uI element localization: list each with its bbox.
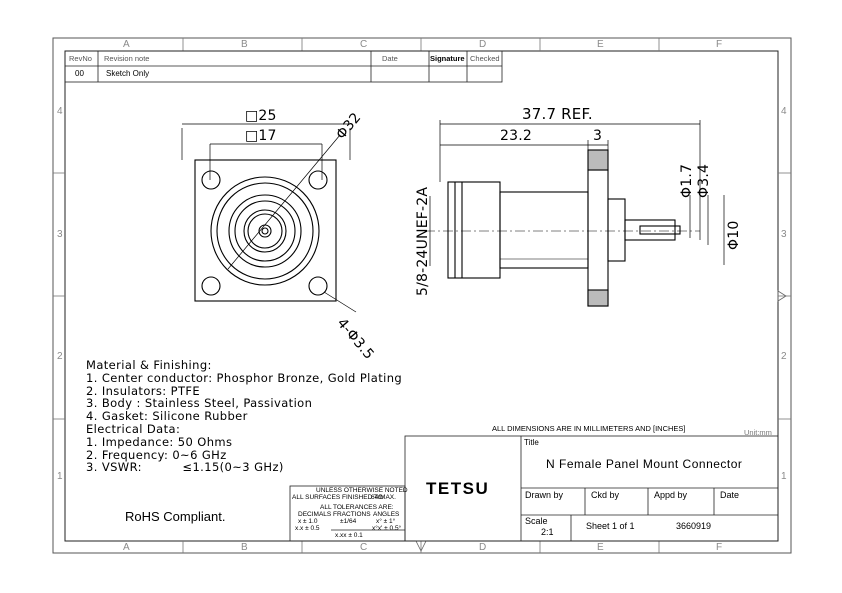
dim-length-3: 3 <box>593 128 603 144</box>
zone-col-c: C <box>360 39 368 50</box>
zone-row-3: 3 <box>57 229 63 240</box>
zone-ticks <box>53 38 791 553</box>
tol-line-3: ALL TOLERANCES ARE: <box>320 504 394 511</box>
tol-decimal-3: x.xx ± 0.1 <box>335 532 363 539</box>
dim-overall-ref: 37.7 REF. <box>522 105 593 123</box>
rev-header-note: Revision note <box>104 54 150 63</box>
dim-square-17: □17 <box>245 128 277 144</box>
drawing-title: N Female Panel Mount Connector <box>546 457 743 471</box>
tol-header-decimals: DECIMALS <box>298 511 332 518</box>
note-line: 1. Impedance: 50 Ohms <box>86 434 233 449</box>
dim-dia-1-7: Φ1.7 <box>679 163 695 198</box>
part-number: 3660919 <box>676 521 712 531</box>
drawn-by-label: Drawn by <box>525 490 564 500</box>
note-line: Material & Finishing: <box>86 358 212 372</box>
revision-table <box>64 50 503 83</box>
note-line: Electrical Data: <box>86 421 181 436</box>
tol-decimal-2: x.x ± 0.5 <box>295 525 320 532</box>
scale-label: Scale <box>525 516 548 526</box>
note-line: 2. Frequency: 0~6 GHz <box>86 447 227 462</box>
dim-thread: 5/8-24UNEF-2A <box>415 186 431 296</box>
zone-row-2-right: 2 <box>781 351 787 362</box>
dim-square-25: □25 <box>245 108 277 124</box>
dims-note: ALL DIMENSIONS ARE IN MILLIMETERS AND [I… <box>492 424 686 433</box>
rev-header-signature: Signature <box>430 54 465 63</box>
zone-col-a: A <box>123 39 130 50</box>
zone-col-d: D <box>479 39 487 50</box>
zone-col-d-bottom: D <box>479 542 487 553</box>
zone-col-f-bottom: F <box>716 542 723 553</box>
zone-row-2: 2 <box>57 351 63 362</box>
rev-row-note: Sketch Only <box>106 69 150 78</box>
rev-row-no: 00 <box>75 69 84 78</box>
dim-dia-3-4: Φ3.4 <box>696 163 712 198</box>
sheet-number: Sheet 1 of 1 <box>586 521 635 531</box>
note-line: 2. Insulators: PTFE <box>86 383 201 398</box>
zone-col-c-bottom: C <box>360 542 368 553</box>
rohs-label: RoHS Compliant. <box>125 509 226 524</box>
tol-line-2: ALL SURFACES FINISHED TO <box>292 494 383 501</box>
scale-value: 2:1 <box>541 527 554 537</box>
zone-col-f: F <box>716 39 723 50</box>
rev-header-revno: RevNo <box>69 54 92 63</box>
zone-col-e: E <box>597 39 604 50</box>
tol-line-1: UNLESS OTHERWISE NOTED <box>316 487 408 494</box>
side-view <box>425 120 725 307</box>
zone-col-b-bottom: B <box>241 542 248 553</box>
dim-length-23-2: 23.2 <box>500 128 532 144</box>
zone-row-1: 1 <box>57 471 63 482</box>
title-block <box>404 435 779 542</box>
appd-by-label: Appd by <box>654 490 688 500</box>
rev-header-checked: Checked <box>470 54 500 63</box>
tol-header-fractions: FRACTIONS <box>333 511 371 518</box>
zone-row-4-right: 4 <box>781 106 787 117</box>
zone-row-3-right: 3 <box>781 229 787 240</box>
note-line: 3. VSWR: ≤1.15(0~3 GHz) <box>86 460 284 475</box>
zone-row-1-right: 1 <box>781 471 787 482</box>
tol-decimal-1: x ± 1.0 <box>298 518 318 525</box>
note-line: 1. Center conductor: Phosphor Bronze, Go… <box>86 370 403 385</box>
unit-label: Unit:mm <box>744 428 772 437</box>
ckd-by-label: Ckd by <box>591 490 620 500</box>
note-line: 3. Body : Stainless Steel, Passivation <box>86 396 313 411</box>
title-label: Title <box>524 438 539 447</box>
tol-angle-2: x°x' ± 0.5° <box>372 525 402 532</box>
rev-header-date: Date <box>382 54 398 63</box>
center-mark-right <box>777 290 787 302</box>
tol-angle-1: x° ± 1° <box>376 518 396 525</box>
tol-header-angles: ANGLES <box>373 511 400 518</box>
zone-col-b: B <box>241 39 248 50</box>
company-name: TETSU <box>426 479 490 498</box>
dim-dia-10: Φ10 <box>726 220 742 250</box>
tol-fraction-1: ±1/64 <box>340 518 357 525</box>
zone-row-4: 4 <box>57 106 63 117</box>
tol-line-2b: 64/MAX. <box>371 494 396 501</box>
note-line: 4. Gasket: Silicone Rubber <box>86 409 248 424</box>
date-label: Date <box>720 490 740 500</box>
outer-border <box>52 37 792 554</box>
front-view <box>181 123 357 313</box>
material-notes: Material & Finishing: 1. Center conducto… <box>86 359 402 474</box>
zone-col-e-bottom: E <box>597 542 604 553</box>
zone-col-a-bottom: A <box>123 542 130 553</box>
